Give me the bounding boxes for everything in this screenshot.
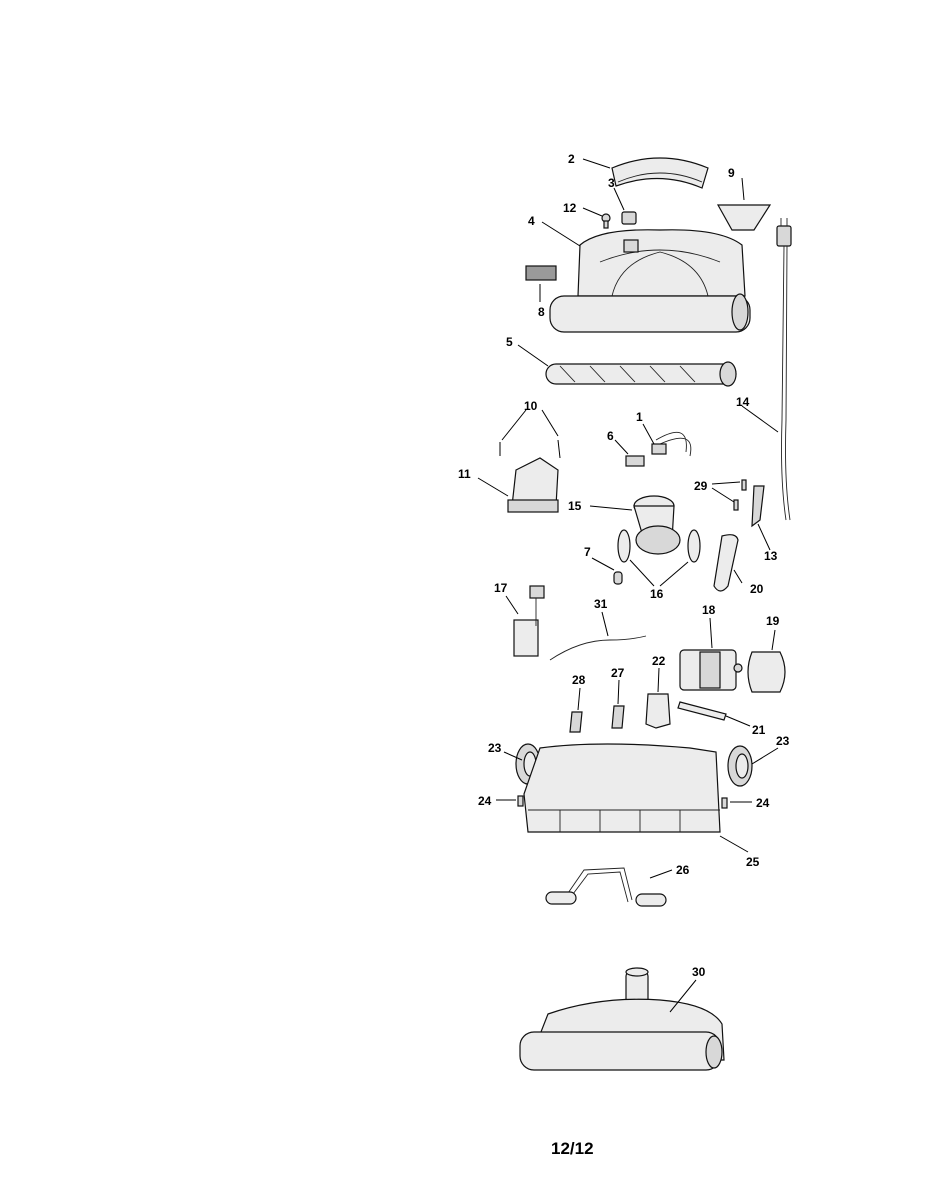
part-1-wire-harness [655, 431, 692, 457]
part-10-pin-right [557, 439, 561, 459]
callout-label-30: 30 [692, 965, 706, 979]
part-3-gasket [621, 211, 637, 225]
part-23-wheel-right [727, 745, 753, 787]
callout-label-28: 28 [572, 673, 586, 687]
callout-label-26: 26 [676, 863, 690, 877]
part-18-motor [679, 649, 743, 691]
part-16-disc-left [617, 529, 631, 563]
callout-label-15: 15 [568, 499, 582, 513]
callout-label-23-right: 23 [776, 734, 790, 748]
part-25-base-plate [523, 743, 721, 833]
part-22-bracket [645, 693, 671, 729]
callout-label-31: 31 [594, 597, 608, 611]
part-20-belt [713, 534, 739, 592]
part-13-lever [751, 485, 765, 528]
callout-label-25: 25 [746, 855, 760, 869]
part-27-clip [611, 705, 625, 729]
callout-label-6: 6 [607, 429, 614, 443]
callout-label-18: 18 [702, 603, 716, 617]
callout-label-24-left: 24 [478, 794, 492, 808]
part-17-switch-assembly [513, 585, 545, 657]
part-2-hood-cover [611, 157, 709, 189]
part-7-cap [613, 571, 623, 585]
callout-label-13: 13 [764, 549, 778, 563]
callout-label-5: 5 [506, 335, 513, 349]
callout-label-17: 17 [494, 581, 508, 595]
callout-label-11: 11 [458, 467, 471, 481]
part-30-power-nozzle-assembly [519, 967, 725, 1071]
part-29-screws [733, 479, 747, 511]
callout-label-22: 22 [652, 654, 666, 668]
part-12-screw [601, 213, 611, 229]
callout-label-27: 27 [611, 666, 625, 680]
part-14-power-cord [776, 218, 792, 521]
page-number: 12/12 [551, 1139, 594, 1158]
callout-label-21: 21 [752, 723, 766, 737]
part-24-pin-right [721, 797, 728, 809]
part-4-nozzle-housing [549, 229, 751, 333]
callout-label-14: 14 [736, 395, 750, 409]
part-8-filter-pad [525, 265, 557, 281]
part-16-disc-right [687, 529, 701, 563]
callout-label-29: 29 [694, 479, 708, 493]
callout-label-20: 20 [750, 582, 764, 596]
callout-leader-lines [477, 158, 779, 1013]
callout-label-19: 19 [766, 614, 780, 628]
part-6-switch [625, 455, 645, 467]
callout-label-3: 3 [608, 176, 615, 190]
callout-label-8: 8 [538, 305, 545, 319]
callout-label-12: 12 [563, 201, 577, 215]
part-28-clip [569, 711, 583, 733]
part-11-bracket [507, 457, 559, 513]
part-31-wire [549, 635, 647, 661]
callout-label-1: 1 [636, 410, 643, 424]
part-26-bail [545, 867, 667, 907]
callout-label-9: 9 [728, 166, 735, 180]
callout-label-7: 7 [584, 545, 591, 559]
part-1-connector [651, 443, 667, 455]
callout-label-10: 10 [524, 399, 538, 413]
callout-label-4: 4 [528, 214, 535, 228]
callout-label-16: 16 [650, 587, 664, 601]
callout-label-2: 2 [568, 152, 575, 166]
part-21-rod [677, 701, 727, 721]
part-15-neck-tube [633, 495, 681, 555]
part-9-filter [716, 204, 772, 231]
part-24-pin-left [517, 795, 524, 807]
callout-labels: 2 3 12 4 9 8 5 10 11 1 6 14 15 29 13 20 … [458, 152, 790, 979]
callout-label-23-left: 23 [488, 741, 502, 755]
part-19-motor-cap [747, 651, 786, 693]
callout-label-24-right: 24 [756, 796, 770, 810]
part-5-brush-roll [545, 361, 737, 387]
